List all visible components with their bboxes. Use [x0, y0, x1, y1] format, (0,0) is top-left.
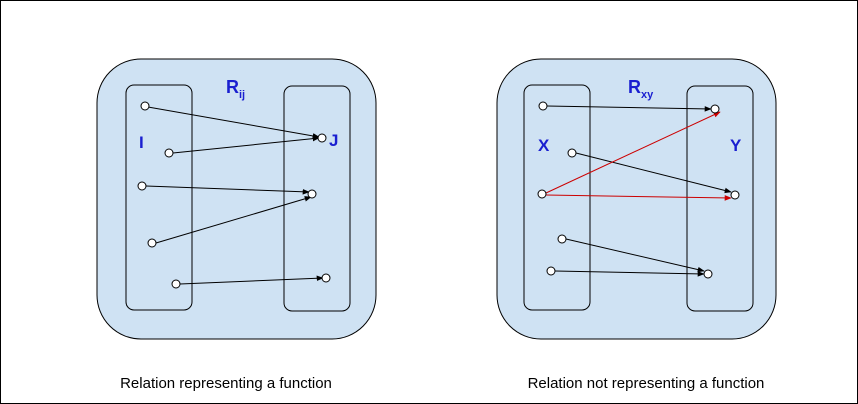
set-label-x: X [538, 136, 550, 155]
relation-label-rxy: Rxy [628, 77, 654, 101]
left-panel-background [96, 58, 377, 340]
right-panel-background [496, 58, 777, 340]
codomain-set-j [283, 85, 351, 312]
codomain-point [730, 190, 740, 200]
domain-point [140, 101, 150, 111]
relation-letter: R [628, 77, 641, 97]
domain-point [546, 266, 556, 276]
relation-label-rij: Rij [226, 77, 245, 101]
mapping-arrow [145, 185, 310, 195]
codomain-point [710, 104, 720, 114]
mapping-arrow [172, 135, 320, 154]
mapping-arrow [554, 270, 705, 277]
set-label-j: J [329, 131, 338, 150]
set-label-y: Y [730, 136, 742, 155]
domain-set-x [523, 84, 591, 311]
mapping-arrow-conflict [545, 194, 732, 201]
codomain-point [321, 273, 331, 283]
mapping-arrow [575, 152, 732, 194]
codomain-point [307, 189, 317, 199]
domain-point [137, 181, 147, 191]
left-relation-panel: Rij I J Relation representing a function [96, 58, 377, 392]
relation-subscript: ij [239, 89, 245, 101]
domain-point [164, 148, 174, 158]
domain-point [171, 279, 181, 289]
left-caption: Relation representing a function [120, 375, 332, 392]
mapping-arrow-conflict [545, 111, 721, 194]
mapping-arrow [546, 105, 712, 112]
domain-point [567, 148, 577, 158]
relation-letter: R [226, 77, 239, 97]
right-relation-panel: Rxy X Y Relation not representing a func… [496, 58, 777, 392]
mapping-arrow [565, 238, 705, 273]
mapping-arrow [179, 275, 324, 285]
domain-point [537, 189, 547, 199]
domain-point [147, 238, 157, 248]
right-caption: Relation not representing a function [528, 375, 765, 392]
domain-point [557, 234, 567, 244]
domain-set-i [125, 84, 193, 311]
codomain-set-y [686, 85, 754, 312]
codomain-point [317, 133, 327, 143]
set-label-i: I [139, 133, 144, 152]
mapping-arrow [147, 106, 320, 139]
mapping-arrow [155, 196, 312, 244]
codomain-point [703, 269, 713, 279]
domain-point [538, 101, 548, 111]
relation-subscript: xy [641, 89, 654, 101]
